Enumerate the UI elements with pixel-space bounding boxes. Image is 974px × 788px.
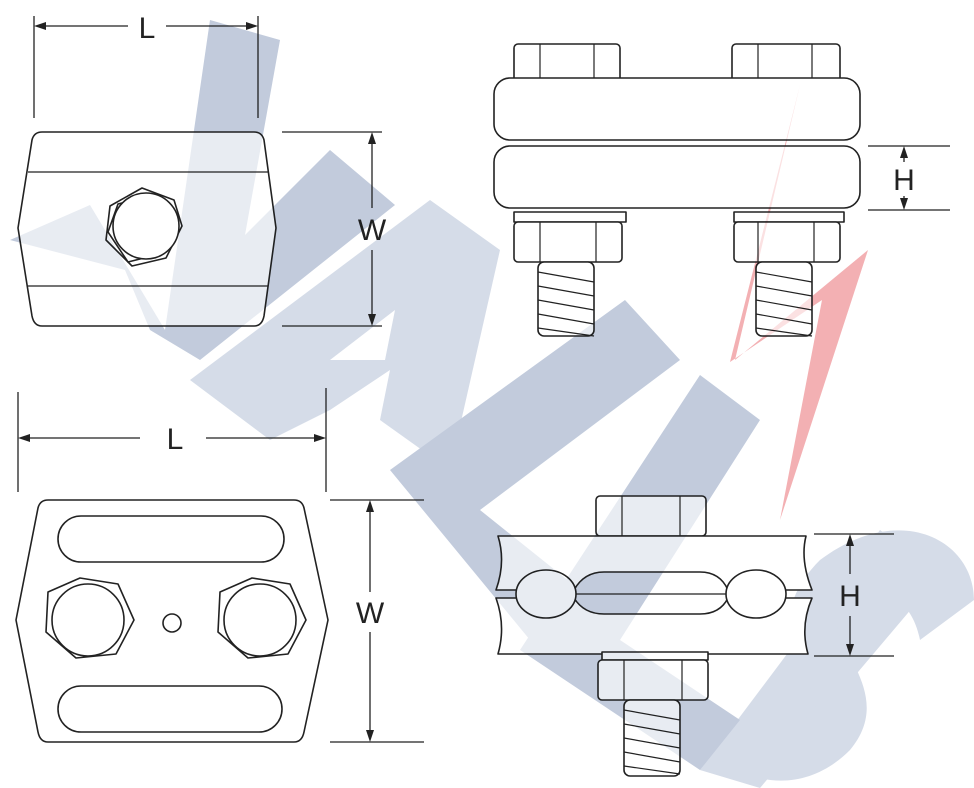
width-arrow-bottom-bottom: [366, 730, 374, 742]
slot-top: [57, 515, 285, 563]
height-label-bottom: H: [839, 580, 861, 613]
watermark-letter-a: [190, 200, 500, 470]
length-label-bottom: L: [167, 423, 184, 456]
washer-left: [513, 211, 627, 223]
length-label-top: L: [139, 12, 156, 45]
width-arrow-top-bottom: [366, 500, 374, 512]
length-arrow-left: [34, 22, 46, 30]
bolt-head-left: [51, 583, 125, 657]
length-arrow-left-bottom: [18, 434, 30, 442]
watermark-letter-a-hole: [330, 310, 395, 360]
thread-left: [537, 261, 595, 337]
height-arrow-bottom-bottom: [846, 644, 854, 656]
height-arrow-top: [900, 146, 908, 158]
height-arrow-bottom: [900, 198, 908, 210]
slot-bottom: [57, 685, 283, 733]
upper-clamp-plate: [493, 77, 861, 141]
hex-nut-outline: [105, 187, 183, 267]
bottom-left-clamp-view: L W: [15, 388, 424, 743]
center-hole: [162, 613, 182, 633]
width-arrow-bottom: [368, 314, 376, 326]
length-arrow-right-bottom: [314, 434, 326, 442]
washer-right: [733, 211, 845, 223]
watermark-overlay: [10, 20, 868, 770]
bottom-nut-right: [733, 221, 841, 263]
length-arrow-right: [246, 22, 258, 30]
lower-clamp-plate: [493, 145, 861, 209]
bottom-nut-left: [513, 221, 623, 263]
bolt-head-circle: [112, 192, 180, 260]
height-arrow-top-bottom: [846, 534, 854, 546]
width-arrow-top: [368, 132, 376, 144]
bolt-head-right: [223, 583, 297, 657]
cable-channel-right: [725, 569, 787, 619]
top-right-clamp-side-view: H: [493, 43, 950, 337]
height-label-right: H: [893, 164, 915, 197]
width-label-bottom: W: [356, 597, 385, 630]
